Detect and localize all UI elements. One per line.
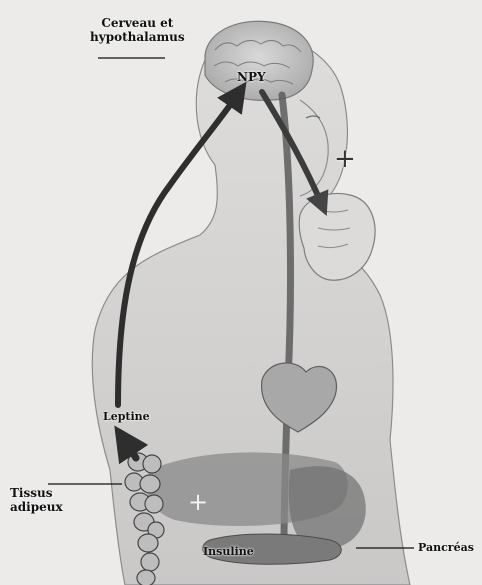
plus-sign-lower: + — [188, 490, 208, 514]
adipose-label-line2: adipeux — [10, 500, 63, 514]
brain-label: Cerveau et hypothalamus — [90, 16, 185, 44]
npy-label: NPY — [237, 70, 266, 84]
plus-sign-upper: + — [334, 146, 356, 172]
hand — [299, 194, 375, 281]
pancreas-label: Pancréas — [418, 541, 474, 555]
leptin-label: Leptine — [103, 410, 150, 424]
adipose-label-line1: Tissus — [10, 486, 63, 500]
insulin-label: Insuline — [203, 545, 254, 559]
adipose-label: Tissus adipeux — [10, 486, 63, 514]
brain — [205, 21, 313, 100]
brain-label-line2: hypothalamus — [90, 30, 185, 44]
brain-label-line1: Cerveau et — [90, 16, 185, 30]
